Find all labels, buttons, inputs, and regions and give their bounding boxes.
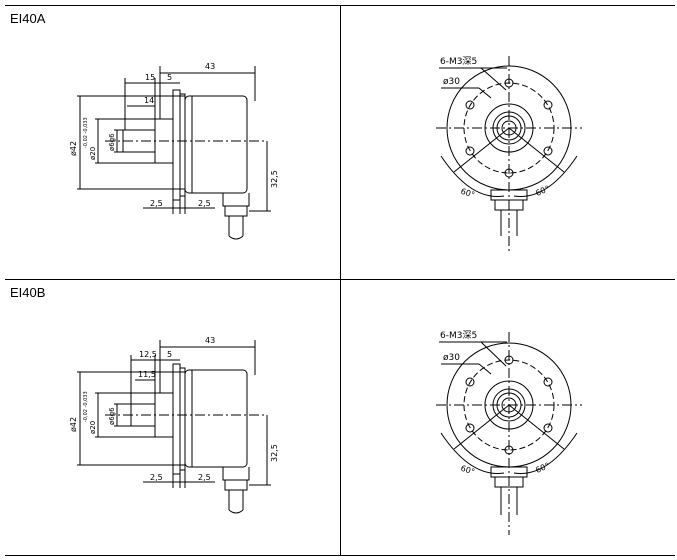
ei40a-front-view-cell: 6-M3深5 ø30 60° 60°: [341, 6, 675, 280]
angle-right: 60°: [534, 461, 551, 475]
dim-shaft-dia: ø6g6: [108, 133, 116, 151]
dim-shaft-inner: 11,5: [138, 370, 156, 379]
dim-spigot-dia: ø20: [89, 421, 97, 434]
dim-spigot-tolerance: -0,02 -0,033: [83, 117, 89, 148]
pcd-label: ø30: [443, 77, 460, 87]
dim-body-dia: ø42: [69, 417, 78, 432]
dim-flange-gap-2: 2,5: [198, 199, 211, 208]
dim-spigot-dia: ø20: [89, 147, 97, 160]
dim-flange-offset: 5: [167, 350, 172, 359]
thread-spec: 6-M3深5: [440, 56, 477, 67]
dim-shaft-outer: 12,5: [139, 350, 157, 359]
encoder-flange: [172, 89, 181, 201]
thread-spec: 6-M3深5: [440, 330, 477, 341]
encoder-flange: [172, 363, 181, 475]
dim-shaft-dia: ø6g6: [108, 407, 116, 425]
model-label: EI40A: [10, 11, 46, 26]
drawing-table: EI40A: [5, 5, 675, 556]
dim-cable-height: 32,5: [270, 444, 279, 462]
dim-shaft-outer: 15: [145, 73, 155, 82]
dim-flange-gap-2: 2,5: [198, 473, 211, 482]
ei40a-side-view-cell: EI40A: [5, 6, 341, 280]
dim-length: 43: [205, 62, 215, 71]
angle-right: 60°: [534, 184, 551, 198]
ei40b-side-view-drawing: 43 12,5 5 11,5 2,5 2,5 ø42 ø20 -0,02 -0,…: [69, 336, 279, 514]
dim-shaft-inner: 14: [144, 96, 154, 105]
pcd-label: ø30: [443, 353, 460, 363]
dim-body-dia: ø42: [69, 141, 78, 156]
encoder-body: [184, 95, 248, 194]
ei40b-front-view-cell: 6-M3深5 ø30 60° 60°: [341, 280, 675, 555]
ei40b-side-view-cell: EI40B: [5, 280, 341, 555]
angle-left: 60°: [460, 187, 476, 200]
dim-length: 43: [205, 336, 215, 345]
dim-cable-height: 32,5: [270, 170, 279, 188]
dim-flange-gap-1: 2,5: [150, 199, 163, 208]
encoder-body: [184, 369, 248, 468]
dim-flange-offset: 5: [167, 73, 172, 82]
ei40a-side-view-drawing: 43 15 5 14 2,5 2,5 ø42 ø20 -0,02 -0,033 …: [69, 62, 279, 240]
dim-flange-gap-1: 2,5: [150, 473, 163, 482]
angle-left: 60°: [460, 464, 476, 477]
dim-spigot-tolerance: -0,02 -0,033: [83, 391, 89, 422]
model-label: EI40B: [10, 285, 46, 300]
ei40a-front-view-drawing: 6-M3深5 ø30 60° 60°: [436, 56, 582, 251]
ei40b-front-view-drawing: 6-M3深5 ø30 60° 60°: [436, 330, 582, 535]
